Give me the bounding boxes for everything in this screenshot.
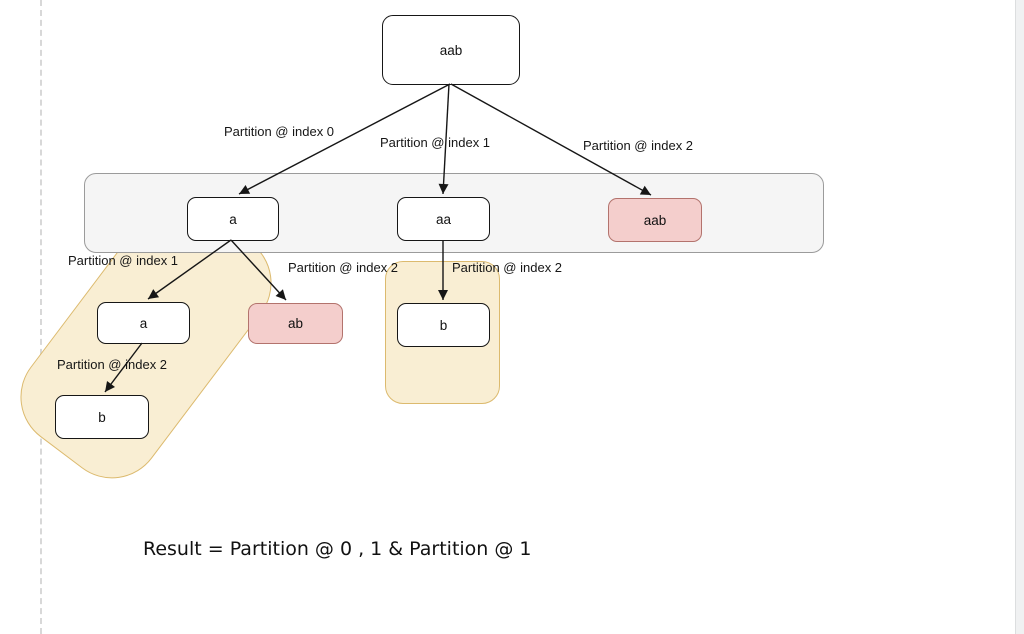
- edge-label-partition-index-2[interactable]: Partition @ index 2: [583, 138, 694, 153]
- edge-label-partition-index-2-left[interactable]: Partition @ index 2: [57, 357, 168, 372]
- edge-label-partition-index-1[interactable]: Partition @ index 1: [380, 135, 491, 150]
- node-aab-rejected[interactable]: aab: [608, 198, 702, 242]
- node-b-middle[interactable]: b: [397, 303, 490, 347]
- edge-label-partition-index-0[interactable]: Partition @ index 0: [224, 124, 335, 139]
- scrollbar-track[interactable]: [1015, 0, 1024, 634]
- result-text[interactable]: Result = Partition @ 0 , 1 & Partition @…: [143, 538, 532, 560]
- edge-label-partition-index-2-ab[interactable]: Partition @ index 2: [288, 260, 399, 275]
- node-a-level2[interactable]: a: [97, 302, 190, 344]
- edge-label-partition-index-1-level2[interactable]: Partition @ index 1: [68, 253, 179, 268]
- node-root-aab[interactable]: aab: [382, 15, 520, 85]
- page-guide-line: [40, 0, 42, 634]
- node-aa[interactable]: aa: [397, 197, 490, 241]
- node-b-left[interactable]: b: [55, 395, 149, 439]
- edge-label-partition-index-2-middle[interactable]: Partition @ index 2: [452, 260, 563, 275]
- node-a[interactable]: a: [187, 197, 279, 241]
- node-ab-rejected[interactable]: ab: [248, 303, 343, 344]
